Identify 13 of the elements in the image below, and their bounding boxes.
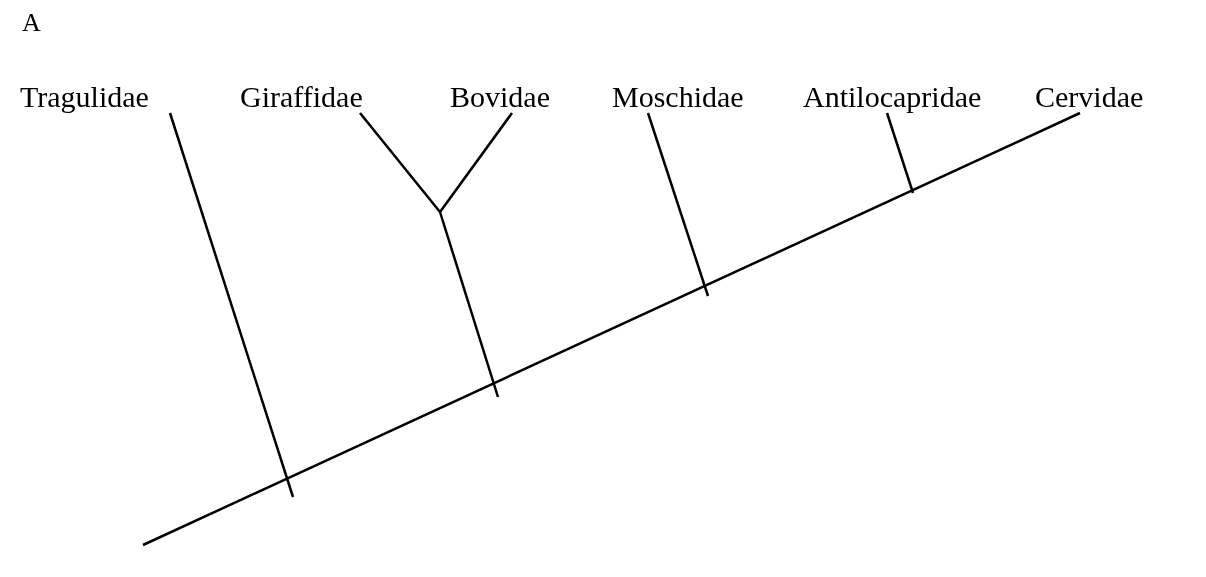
taxon-label: Giraffidae: [240, 80, 363, 114]
branch-line: [885, 112, 915, 194]
taxon-label: Moschidae: [612, 80, 744, 114]
panel-letter: A: [22, 8, 41, 38]
taxon-label: Cervidae: [1035, 80, 1144, 114]
taxon-label: Antilocapridae: [803, 80, 982, 114]
taxon-label: Bovidae: [450, 80, 550, 114]
branch-line: [142, 111, 1081, 547]
branch-line: [359, 112, 441, 213]
branch-line: [646, 112, 710, 297]
branch-line: [168, 112, 295, 498]
branch-line: [439, 112, 513, 213]
taxon-label: Tragulidae: [20, 80, 149, 114]
